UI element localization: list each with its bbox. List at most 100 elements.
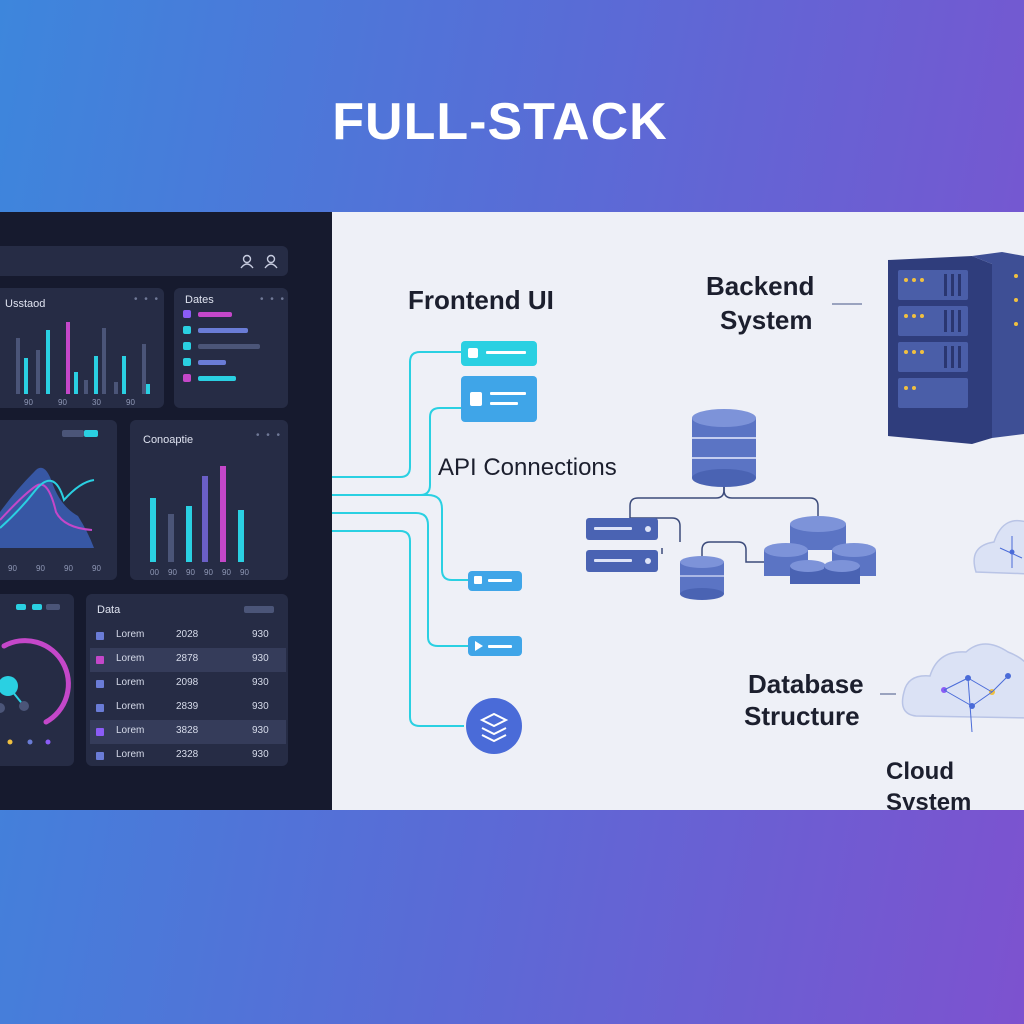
- database-label-line2: Structure: [744, 701, 860, 731]
- card-title: Conoaptie: [143, 434, 194, 446]
- legend-dot: [27, 739, 33, 745]
- layers-icon-line: [481, 727, 507, 736]
- layers-icon: [479, 712, 509, 728]
- usage-chart-card: Usstaod • • • 90 90 30 9: [0, 288, 164, 408]
- database-label-line1: Database: [748, 669, 864, 699]
- text-line: [490, 402, 518, 405]
- architecture-panel: Frontend UI Backend System API Connectio…: [332, 212, 1024, 810]
- tick-label: 90: [204, 568, 213, 577]
- card-title: Dates: [185, 294, 214, 306]
- bar: [84, 380, 88, 394]
- table-row[interactable]: Lorem 2328 930: [90, 744, 286, 768]
- data-table: Lorem 2028 930 Lorem 2878 930 Lorem 2098…: [90, 624, 286, 768]
- cloud-label: Cloud System: [886, 758, 972, 810]
- list-bar: [198, 360, 226, 365]
- bar: [146, 384, 150, 394]
- row-year: 3828: [176, 725, 199, 736]
- card-icon: [470, 392, 482, 406]
- table-row[interactable]: Lorem 2839 930: [90, 696, 286, 720]
- cloud-network-icon: [901, 643, 1024, 733]
- bar: [102, 328, 106, 394]
- list-bullet: [183, 326, 191, 334]
- bar: [66, 322, 70, 394]
- composite-bar-chart: [150, 466, 244, 562]
- tick-label: 90: [8, 564, 17, 573]
- api-connector: [332, 351, 462, 478]
- area-chart: [0, 467, 95, 548]
- text-line: [488, 579, 512, 582]
- tick-label: 90: [92, 564, 101, 573]
- grid-icon: [474, 576, 482, 584]
- series-line: [0, 483, 93, 531]
- row-icon: [96, 704, 104, 712]
- bar: [220, 466, 226, 562]
- filter-icon: [468, 348, 478, 358]
- api-connector: [332, 407, 462, 496]
- card-title: Usstaod: [5, 298, 46, 310]
- row-value: 930: [252, 725, 269, 736]
- api-connector: [332, 494, 468, 581]
- more-icon[interactable]: • • •: [256, 430, 283, 441]
- row-year: 2878: [176, 653, 199, 664]
- db-connector: [658, 517, 681, 542]
- legend-chip: [62, 430, 84, 437]
- backend-label-line1: Backend: [706, 271, 815, 301]
- bar: [168, 514, 174, 562]
- server-module: [586, 518, 658, 572]
- series-line: [0, 479, 95, 529]
- gauge-node: [19, 701, 29, 711]
- tick-label: 90: [64, 564, 73, 573]
- toolbar-chip: [244, 606, 274, 613]
- row-year: 2839: [176, 701, 199, 712]
- row-name: Lorem: [116, 701, 145, 712]
- page-title: FULL-STACK: [332, 93, 668, 151]
- profile-icon[interactable]: [264, 254, 278, 269]
- table-row[interactable]: Lorem 2098 930: [90, 672, 286, 696]
- list-bar: [198, 312, 232, 317]
- text-line: [488, 645, 512, 648]
- more-icon[interactable]: • • •: [260, 294, 287, 305]
- row-value: 930: [252, 629, 269, 640]
- api-connector: [332, 530, 464, 727]
- row-icon: [96, 656, 104, 664]
- area-ticks: 90 90 90 90: [8, 564, 120, 573]
- frontend-dashboard-mockup: Usstaod • • • 90 90 30 9: [0, 212, 332, 810]
- bar: [150, 498, 156, 562]
- architecture-graphics: [332, 252, 1024, 754]
- table-row[interactable]: Lorem 2028 930: [90, 624, 286, 648]
- row-name: Lorem: [116, 725, 145, 736]
- legend-dot: [45, 739, 51, 745]
- api-label: API Connections: [438, 454, 617, 481]
- row-name: Lorem: [116, 629, 145, 640]
- row-name: Lorem: [116, 653, 145, 664]
- tick-label: 90: [222, 568, 231, 577]
- legend-dot: [7, 739, 13, 745]
- db-connector: [629, 480, 725, 519]
- tick-label: 90: [126, 398, 135, 407]
- tick-label: 90: [58, 398, 67, 407]
- text-line: [486, 351, 526, 354]
- bar: [94, 356, 98, 394]
- list-bullet: [183, 310, 191, 318]
- database-cylinder: [680, 556, 724, 600]
- cloud-icon: [973, 519, 1024, 575]
- bar: [114, 382, 118, 394]
- bar: [16, 338, 20, 394]
- bar: [24, 358, 28, 394]
- user-icon[interactable]: [240, 254, 254, 269]
- list-bar: [198, 344, 260, 349]
- legend-chip: [84, 430, 98, 437]
- table-row[interactable]: Lorem 2878 930: [90, 648, 286, 672]
- more-icon[interactable]: • • •: [134, 294, 161, 305]
- row-value: 930: [252, 749, 269, 760]
- row-name: Lorem: [116, 749, 145, 760]
- row-year: 2028: [176, 629, 199, 640]
- bar: [186, 506, 192, 562]
- api-endpoint-card[interactable]: [461, 376, 537, 422]
- table-toolbar: [244, 606, 274, 613]
- table-row[interactable]: Lorem 3828 930: [90, 720, 286, 744]
- gauge-arc: [1, 638, 71, 725]
- db-connector: [701, 541, 768, 568]
- row-value: 930: [252, 653, 269, 664]
